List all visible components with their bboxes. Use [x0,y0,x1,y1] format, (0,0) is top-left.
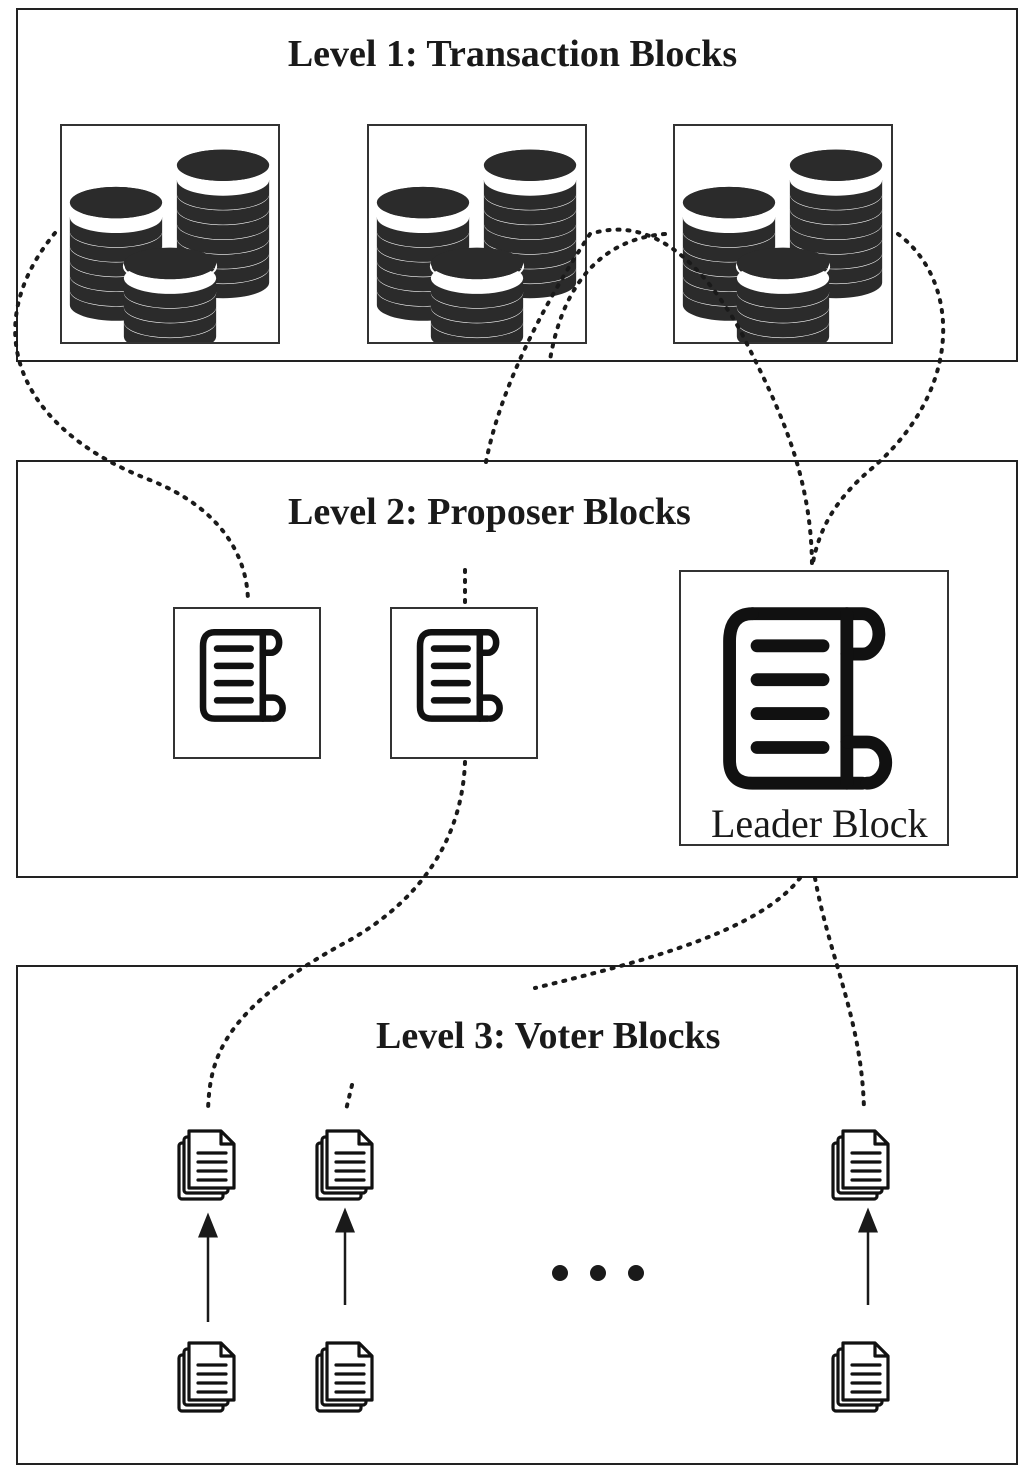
coin-stack-icon [681,149,884,342]
transaction-block [367,124,587,344]
scroll-icon [723,607,893,790]
document-stack-icon [177,1129,236,1201]
level-1-title: Level 1: Transaction Blocks [287,33,738,75]
level-2-title: Level 2: Proposer Blocks [288,491,691,533]
transaction-block [60,124,280,344]
leader-block-label: Leader Block [711,801,928,846]
voter-block [830,1338,894,1414]
voter-block [176,1338,240,1414]
voter-block [314,1126,378,1202]
document-stack-icon [177,1341,236,1413]
more-chains-ellipsis [548,1258,648,1293]
document-stack-icon [831,1129,890,1201]
document-stack-icon [315,1129,374,1201]
voter-block [314,1338,378,1414]
proposer-block [173,607,321,759]
scroll-icon [416,628,503,722]
leader-block [679,570,949,846]
document-stack-icon [831,1341,890,1413]
level-3-title: Level 3: Voter Blocks [376,1015,721,1057]
voter-block [176,1126,240,1202]
document-stack-icon [315,1341,374,1413]
coin-stack-icon [68,149,271,342]
scroll-icon [199,628,286,722]
coin-stack-icon [375,149,578,342]
voter-block [830,1126,894,1202]
transaction-block [673,124,893,344]
proposer-block [390,607,538,759]
